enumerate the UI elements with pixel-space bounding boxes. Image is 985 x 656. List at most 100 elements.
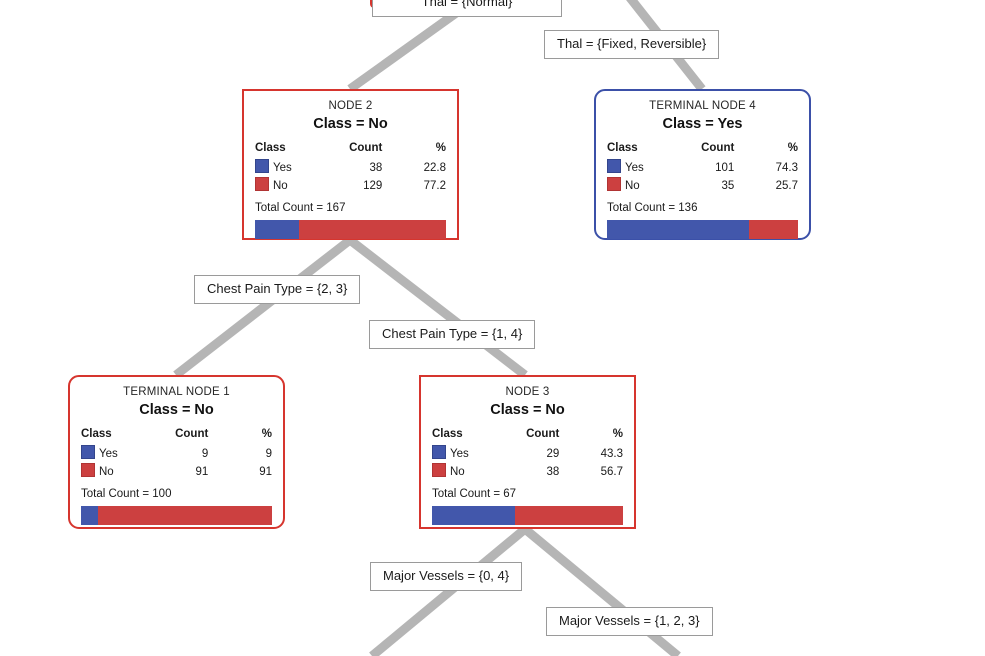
edge-label-node2-left[interactable]: Chest Pain Type = {2, 3} (194, 275, 361, 304)
header-class: Class (607, 142, 638, 154)
header-class: Class (255, 142, 286, 154)
row-percent-cell: 91 (259, 465, 272, 478)
row-class-cell: No (81, 463, 145, 481)
header-class: Class (432, 428, 463, 440)
row-count-cell: 101 (715, 161, 735, 174)
table-row: Yes 9 9 (81, 445, 272, 463)
table-header-row: Class Count % (432, 426, 623, 445)
edge-node2-to-node3 (347, 236, 528, 379)
edge-node2-to-terminal1 (173, 236, 353, 379)
edge-root-to-node2 (347, 2, 469, 93)
legend-swatch-no-icon (81, 463, 95, 477)
table-header-row: Class Count % (255, 140, 446, 159)
terminal-node-1-distribution-bar (81, 506, 272, 525)
row-count-cell: 29 (546, 447, 560, 460)
row-percent-cell: 56.7 (600, 465, 623, 478)
row-class-label: No (625, 180, 640, 192)
node-3-distribution-bar (432, 506, 623, 525)
terminal-node-4[interactable]: TERMINAL NODE 4 Class = Yes Class Count … (594, 89, 811, 240)
node-2-table: Class Count % Yes 38 22.8 No 129 77.2 (255, 140, 446, 195)
header-count: Count (701, 142, 735, 154)
bar-segment-no (514, 506, 623, 525)
table-row: Yes 38 22.8 (255, 159, 446, 177)
row-count-cell: 91 (195, 465, 209, 478)
edge-node3-right (522, 525, 681, 656)
row-percent-cell: 25.7 (775, 179, 798, 192)
row-class-cell: Yes (255, 159, 319, 177)
node-3-class: Class = No (490, 402, 565, 418)
node-3[interactable]: NODE 3 Class = No Class Count % Yes 29 4… (419, 375, 636, 529)
terminal-node-1-table: Class Count % Yes 9 9 No 91 91 (81, 426, 272, 481)
edge-label-node3-right[interactable]: Major Vessels = {1, 2, 3} (546, 607, 713, 636)
table-header-row: Class Count % (81, 426, 272, 445)
row-class-cell: Yes (432, 445, 496, 463)
table-row: No 129 77.2 (255, 177, 446, 195)
terminal-node-4-total: Total Count = 136 (607, 202, 698, 214)
bar-segment-no (98, 506, 272, 525)
row-count-cell: 129 (363, 179, 383, 192)
header-count: Count (526, 428, 560, 440)
row-class-label: No (99, 466, 114, 478)
legend-swatch-yes-icon (81, 445, 95, 459)
table-header-row: Class Count % (607, 140, 798, 159)
row-class-label: Yes (273, 162, 292, 174)
row-class-label: No (273, 180, 288, 192)
bar-segment-yes (432, 506, 515, 525)
bar-segment-yes (81, 506, 99, 525)
header-class: Class (81, 428, 112, 440)
edge-label-node2-right[interactable]: Chest Pain Type = {1, 4} (369, 320, 536, 349)
edge-node3-left (369, 525, 528, 656)
edge-label-root-left[interactable]: Thal = {Normal} (372, 0, 562, 17)
terminal-node-1-total: Total Count = 100 (81, 488, 172, 500)
node-2-title: NODE 2 (328, 100, 373, 112)
legend-swatch-no-icon (255, 177, 269, 191)
terminal-node-4-class: Class = Yes (662, 116, 743, 132)
row-percent-cell: 77.2 (423, 179, 446, 192)
row-class-label: Yes (450, 448, 469, 460)
row-class-cell: Yes (607, 159, 671, 177)
row-percent-cell: 9 (265, 447, 272, 460)
node-2[interactable]: NODE 2 Class = No Class Count % Yes 38 2… (242, 89, 459, 240)
node-2-total: Total Count = 167 (255, 202, 346, 214)
bar-segment-yes (255, 220, 299, 239)
table-row: No 91 91 (81, 463, 272, 481)
edge-label-node3-left[interactable]: Major Vessels = {0, 4} (370, 562, 523, 591)
table-row: No 35 25.7 (607, 177, 798, 195)
row-percent-cell: 43.3 (600, 447, 623, 460)
header-percent: % (787, 142, 798, 154)
row-count-cell: 38 (369, 161, 383, 174)
row-class-label: Yes (625, 162, 644, 174)
terminal-node-4-title: TERMINAL NODE 4 (649, 100, 756, 112)
row-count-cell: 9 (201, 447, 209, 460)
terminal-node-4-table: Class Count % Yes 101 74.3 No 35 25.7 (607, 140, 798, 195)
row-count-cell: 35 (721, 179, 735, 192)
node-2-distribution-bar (255, 220, 446, 239)
row-class-cell: No (432, 463, 496, 481)
bar-segment-no (298, 220, 446, 239)
node-3-total: Total Count = 67 (432, 488, 517, 500)
table-row: No 38 56.7 (432, 463, 623, 481)
edge-label-root-right[interactable]: Thal = {Fixed, Reversible} (544, 30, 720, 59)
node-2-class: Class = No (313, 116, 388, 132)
node-3-title: NODE 3 (505, 386, 550, 398)
terminal-node-1[interactable]: TERMINAL NODE 1 Class = No Class Count %… (68, 375, 285, 529)
table-row: Yes 101 74.3 (607, 159, 798, 177)
terminal-node-1-class: Class = No (139, 402, 214, 418)
legend-swatch-no-icon (432, 463, 446, 477)
legend-swatch-no-icon (607, 177, 621, 191)
header-count: Count (175, 428, 209, 440)
legend-swatch-yes-icon (432, 445, 446, 459)
row-count-cell: 38 (546, 465, 560, 478)
legend-swatch-yes-icon (607, 159, 621, 173)
row-class-cell: No (607, 177, 671, 195)
table-row: Yes 29 43.3 (432, 445, 623, 463)
bar-segment-no (748, 220, 798, 239)
terminal-node-1-title: TERMINAL NODE 1 (123, 386, 230, 398)
header-count: Count (349, 142, 383, 154)
terminal-node-4-distribution-bar (607, 220, 798, 239)
legend-swatch-yes-icon (255, 159, 269, 173)
header-percent: % (612, 428, 623, 440)
row-percent-cell: 74.3 (775, 161, 798, 174)
header-percent: % (261, 428, 272, 440)
